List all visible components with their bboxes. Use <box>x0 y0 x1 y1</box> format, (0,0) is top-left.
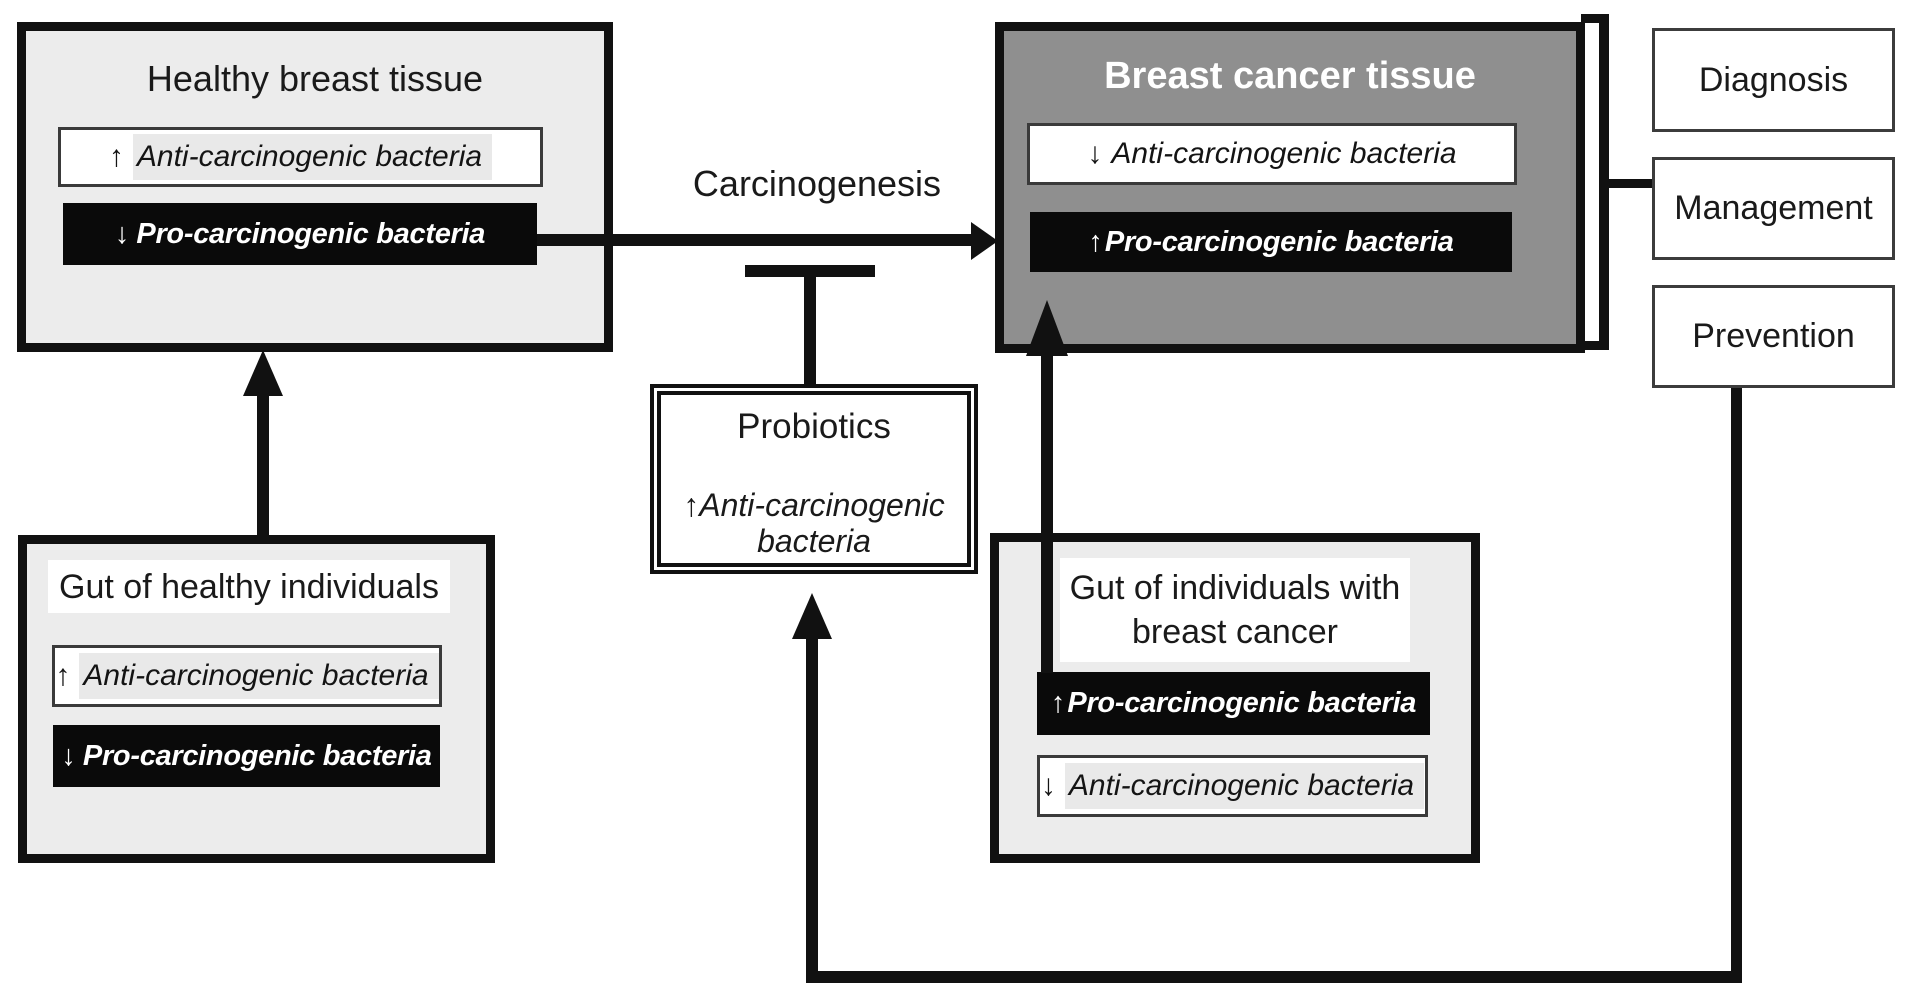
healthy-breast-tissue-box: Healthy breast tissue ↑ Anti-carcinogeni… <box>17 22 613 352</box>
label-text: Pro-carcinogenic bacteria <box>136 217 486 250</box>
anti-carcinogenic-label: ↓ Anti-carcinogenic bacteria <box>1037 755 1428 817</box>
healthy-breast-tissue-title: Healthy breast tissue <box>146 58 484 99</box>
gut-healthy-title: Gut of healthy individuals <box>48 560 450 613</box>
carcinogenesis-arrow-line <box>537 234 973 246</box>
inhibition-bar-cap <box>745 265 875 277</box>
bracket-connector-tick <box>1609 179 1652 188</box>
label-text: Pro-carcinogenic bacteria <box>1104 225 1454 258</box>
up-arrow-icon: ↑ <box>683 487 700 523</box>
bracket-bottom-cap <box>1581 341 1609 350</box>
breast-cancer-tissue-title: Breast cancer tissue <box>1104 55 1476 97</box>
effect-text: Anti-carcinogenic bacteria <box>699 487 945 559</box>
feedback-to-probiotics-arrowhead <box>792 593 832 639</box>
gut-healthy-box: Gut of healthy individuals ↑ Anti-carcin… <box>18 535 495 863</box>
up-arrow-icon: ↑ <box>108 140 124 173</box>
bracket-top-cap <box>1581 14 1609 23</box>
probiotics-effect: ↑Anti-carcinogenic bacteria <box>661 487 967 559</box>
diagnosis-box: Diagnosis <box>1652 28 1895 132</box>
label-text: Pro-carcinogenic bacteria <box>1067 687 1417 719</box>
gut-to-cancer-arrowhead <box>1026 300 1068 356</box>
anti-carcinogenic-label: ↓ Anti-carcinogenic bacteria <box>1027 123 1517 185</box>
prevention-box: Prevention <box>1652 285 1895 388</box>
feedback-to-probiotics-line <box>806 638 818 978</box>
management-label: Management <box>1674 189 1873 227</box>
prevention-feedback-horizontal <box>806 971 1742 983</box>
gut-cancer-box: Gut of individuals with breast cancer ↑ … <box>990 533 1480 863</box>
label-text: Pro-carcinogenic bacteria <box>82 739 432 772</box>
anti-carcinogenic-label: ↑ Anti-carcinogenic bacteria <box>52 645 442 707</box>
prevention-label: Prevention <box>1692 317 1855 355</box>
gut-to-tissue-arrow-line <box>257 394 269 537</box>
diagnosis-label: Diagnosis <box>1698 60 1849 99</box>
pro-carcinogenic-label: ↓ Pro-carcinogenic bacteria <box>63 203 537 265</box>
bracket-vertical <box>1599 14 1609 350</box>
down-arrow-icon: ↓ <box>61 739 76 772</box>
gut-to-cancer-arrow-line <box>1041 354 1053 673</box>
breast-cancer-tissue-box: Breast cancer tissue ↓ Anti-carcinogenic… <box>995 22 1585 353</box>
up-arrow-icon: ↑ <box>1088 225 1103 258</box>
carcinogenesis-arrowhead <box>971 222 998 260</box>
label-text: Anti-carcinogenic bacteria <box>1064 763 1425 809</box>
prevention-feedback-vertical <box>1731 388 1742 983</box>
probiotics-box: Probiotics ↑Anti-carcinogenic bacteria <box>650 384 978 574</box>
down-arrow-icon: ↓ <box>1040 769 1056 802</box>
up-arrow-icon: ↑ <box>55 659 71 692</box>
up-arrow-icon: ↑ <box>1050 687 1066 719</box>
anti-carcinogenic-label: ↑ Anti-carcinogenic bacteria <box>58 127 543 187</box>
label-text: Anti-carcinogenic bacteria <box>132 134 493 180</box>
pro-carcinogenic-label: ↓ Pro-carcinogenic bacteria <box>53 725 440 787</box>
label-text: Anti-carcinogenic bacteria <box>1111 137 1457 170</box>
probiotics-title: Probiotics <box>737 407 891 446</box>
down-arrow-icon: ↓ <box>1087 137 1103 170</box>
management-box: Management <box>1652 157 1895 260</box>
pro-carcinogenic-label: ↑ Pro-carcinogenic bacteria <box>1037 672 1430 735</box>
down-arrow-icon: ↓ <box>114 217 130 250</box>
gut-cancer-title: Gut of individuals with breast cancer <box>1060 558 1410 662</box>
gut-to-tissue-arrowhead <box>243 350 283 396</box>
label-text: Anti-carcinogenic bacteria <box>79 653 439 699</box>
pro-carcinogenic-label: ↑ Pro-carcinogenic bacteria <box>1030 212 1512 272</box>
carcinogenesis-label: Carcinogenesis <box>692 163 942 204</box>
inhibition-bar-stem <box>804 277 816 388</box>
